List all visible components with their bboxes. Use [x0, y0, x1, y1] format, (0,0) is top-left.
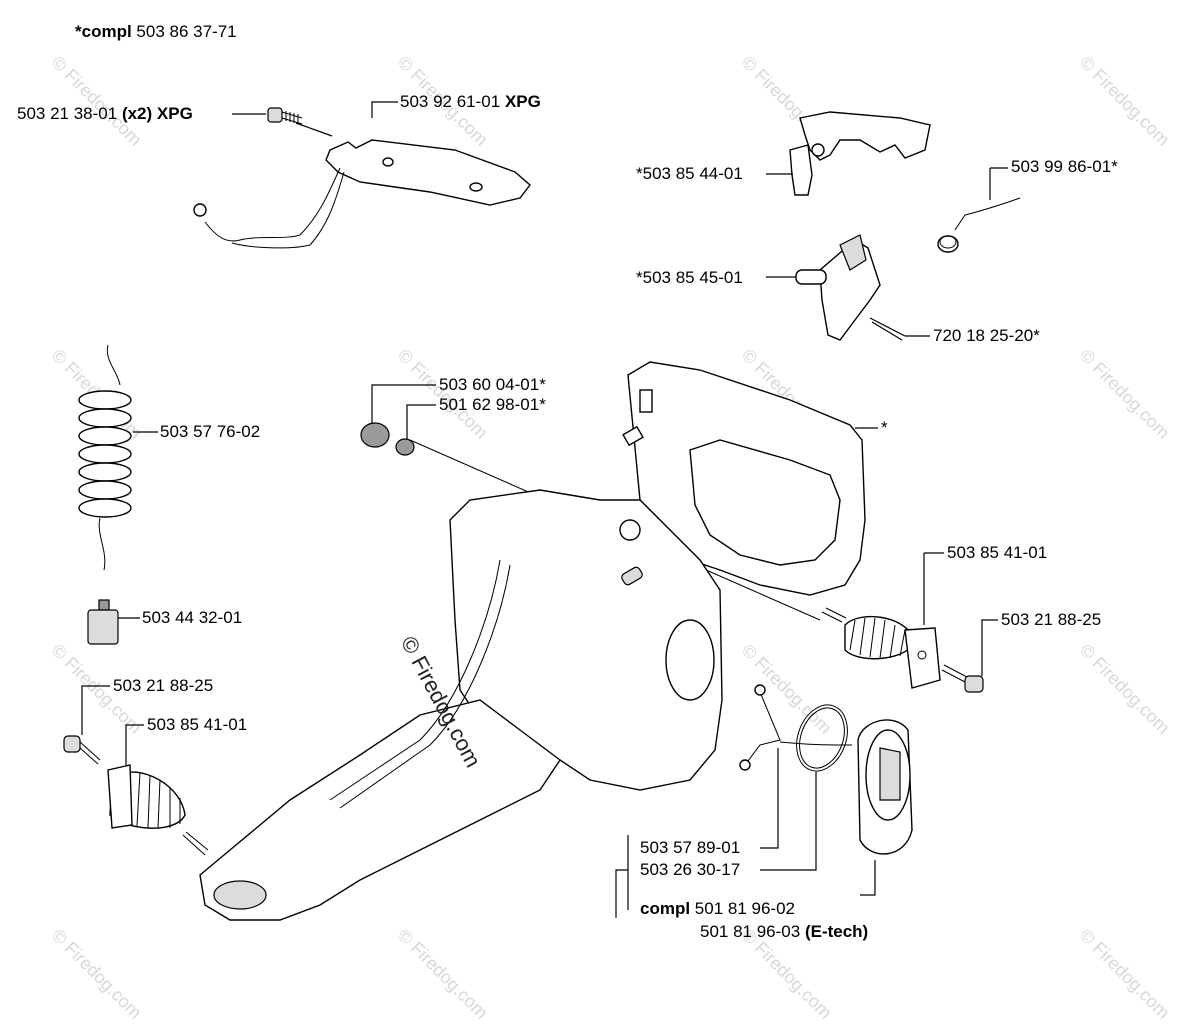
- o-ring-part: [760, 704, 848, 871]
- label-pin: 720 18 25-20*: [933, 326, 1040, 345]
- label-fuel-hose: 503 57 76-02: [160, 422, 261, 441]
- label-fuel-filter: 503 44 32-01: [142, 608, 243, 627]
- fuel-filter-part: [87, 599, 119, 645]
- screw-left-part: [63, 685, 110, 765]
- label-star: *: [881, 418, 888, 437]
- label-screw-left: 503 21 88-25: [113, 676, 214, 695]
- screw-x2-part: [267, 107, 303, 125]
- av-spring-right-part: [821, 552, 944, 689]
- label-cap-etech: 501 81 96-03 (E-tech): [700, 922, 869, 941]
- label-fuel-pickup: 503 57 89-01: [640, 838, 741, 857]
- label-compl-main: *compl 503 86 37-71: [75, 22, 237, 41]
- label-damper-big: 503 60 04-01*: [439, 375, 546, 394]
- fuel-pickup-part: [739, 684, 853, 849]
- heater-plate-part: [193, 122, 531, 249]
- tank-housing-part: [199, 361, 866, 921]
- label-cap-compl: compl 501 81 96-02: [640, 899, 795, 918]
- av-spring-left-part: [107, 724, 209, 856]
- label-av-left: 503 85 41-01: [147, 715, 248, 734]
- screw-right-part: [941, 619, 998, 693]
- fuel-cap-part: [857, 719, 913, 896]
- label-trigger-spring: 503 99 86-01*: [1011, 157, 1118, 176]
- fuel-hose-part: [78, 344, 132, 571]
- label-trigger: *503 85 44-01: [636, 164, 743, 183]
- label-av-right: 503 85 41-01: [947, 543, 1048, 562]
- parts-diagram: © Firedog.com © Firedog.com © Firedog.co…: [17, 22, 1174, 1023]
- label-lockout: *503 85 45-01: [636, 268, 743, 287]
- label-o-ring: 503 26 30-17: [640, 860, 741, 879]
- throttle-lockout-part: [795, 234, 906, 341]
- label-damper-small: 501 62 98-01*: [439, 395, 546, 414]
- diagram-drawing: [63, 101, 1021, 921]
- label-screw-x2: 503 21 38-01 (x2) XPG: [17, 104, 193, 123]
- trigger-spring-part: [937, 197, 1021, 253]
- label-screw-right: 503 21 88-25: [1001, 610, 1102, 629]
- trigger-part: [789, 111, 931, 196]
- label-heater-plate: 503 92 61-01 XPG: [400, 92, 541, 111]
